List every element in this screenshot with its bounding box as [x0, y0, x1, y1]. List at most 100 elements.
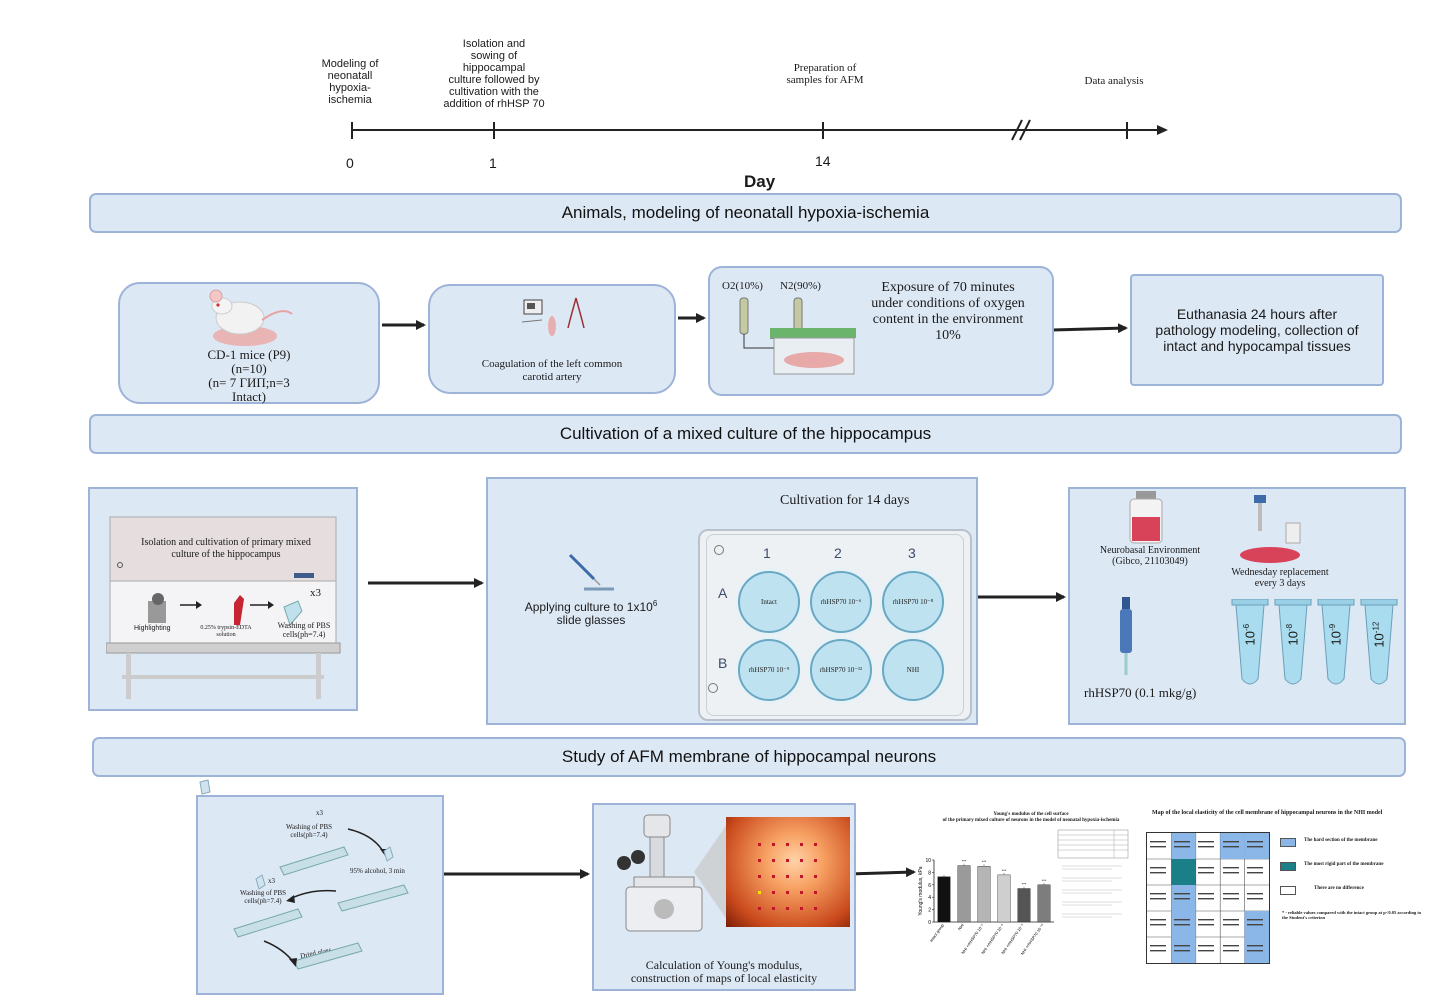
bar	[957, 865, 971, 923]
bar	[1037, 884, 1051, 923]
map-legend-hard-swatch	[1280, 838, 1296, 847]
wash-x3-b: x3	[268, 877, 275, 885]
coagulation-panel: Coagulation of the left common carotid a…	[428, 284, 676, 394]
wednesday-label: Wednesday replacement every 3 days	[1231, 567, 1329, 589]
map-legend-none: There are no difference	[1314, 886, 1364, 891]
wash-bottle-icon	[199, 779, 211, 795]
band-cultivation: Cultivation of a mixed culture of the hi…	[89, 414, 1402, 454]
wash-label-1: Washing of PBS cells(ph=7.4)	[285, 823, 333, 839]
plate-col-3: 3	[908, 545, 916, 561]
bar-annotation: ***	[1002, 868, 1007, 873]
well-a2: rhHSP70 10⁻⁶	[810, 571, 872, 633]
hood-panel: Isolation and cultivation of primary mix…	[88, 487, 358, 711]
map-legend-note: * - reliable values compared with the in…	[1282, 910, 1422, 920]
axis-label-day: Day	[744, 172, 776, 191]
bar	[997, 874, 1011, 923]
euthanasia-panel: Euthanasia 24 hours after pathology mode…	[1130, 274, 1384, 386]
y-tick-label: 0	[928, 920, 931, 926]
tube-4-label: 10-12	[1371, 621, 1387, 649]
elasticity-map-grid	[1146, 832, 1270, 964]
wash-x3-a: x3	[316, 809, 323, 817]
hood-step-arrows	[180, 601, 274, 609]
coagulation-text-2: carotid artery	[522, 371, 582, 383]
bar-annotation: ***	[962, 859, 967, 864]
exposure-panel: O2(10%) N2(90%) Exposure of 70 minutes u…	[708, 266, 1054, 396]
afm-microscope-icon	[617, 814, 703, 932]
mice-n: (n=10)	[231, 361, 267, 376]
highlighting-label: Highlighting	[134, 625, 171, 632]
mice-intact: Intact)	[232, 389, 266, 404]
medium-bottle-icon	[1129, 491, 1163, 544]
hood-title: Isolation and cultivation of primary mix…	[141, 537, 311, 560]
bar-annotation: ***	[1042, 878, 1047, 883]
well-a3: rhHSP70 10⁻⁸	[882, 571, 944, 633]
surgery-icon	[521, 297, 585, 336]
afm-panel: Calculation of Young's modulus, construc…	[592, 803, 856, 991]
mouse-icon	[209, 289, 293, 346]
pipette-icon	[568, 553, 614, 591]
applying-exp: 6	[652, 599, 658, 608]
bar	[937, 876, 951, 923]
well-a1: Intact	[738, 571, 800, 633]
timeline-axis	[351, 119, 1168, 141]
map-legend-none-swatch	[1280, 886, 1296, 895]
map-legend-rigid: The most rigid part of the membrane	[1304, 862, 1384, 867]
plate-notch-top	[714, 545, 724, 555]
plate-col-2: 2	[834, 545, 842, 561]
y-axis-label: Young's modulus, kPa	[918, 866, 924, 915]
y-tick-label: 6	[928, 883, 931, 889]
n2-label: N2(90%)	[780, 280, 821, 292]
exposure-text: Exposure of 70 minutes under conditions …	[871, 280, 1025, 343]
bar	[977, 866, 991, 923]
media-panel: Neurobasal Environment (Gibco, 21103049)…	[1068, 487, 1406, 725]
mice-strain: CD-1 mice (P9)	[207, 347, 291, 362]
euthanasia-text: Euthanasia 24 hours after pathology mode…	[1155, 306, 1359, 354]
slides-illustration	[233, 828, 409, 970]
applying-text-2: slide glasses	[556, 613, 626, 627]
category-label: Intact group	[929, 922, 946, 943]
coagulation-text-1: Coagulation of the left common	[481, 358, 623, 370]
afm-caption: Calculation of Young's modulus, construc…	[630, 958, 818, 985]
bar-annotation: ***	[982, 859, 987, 864]
y-tick-label: 8	[928, 870, 931, 876]
wash-panel: x3 Washing of PBS cells(ph=7.4) 95% alco…	[196, 795, 444, 995]
plate-panel: Cultivation for 14 days Applying culture…	[486, 477, 978, 725]
tick-14: 14	[815, 153, 831, 169]
tube-3-label: 10-9	[1328, 624, 1344, 646]
rhsp-dose-label: rhHSP70 (0.1 mkg/g)	[1084, 685, 1197, 700]
hood-washing-label: Washing of PBS cells(ph=7.4)	[277, 621, 331, 639]
chart-title: Young's modulus of the cell surface of t…	[942, 812, 1120, 823]
chart-legend-table	[1057, 829, 1129, 918]
mice-groups: (n= 7 ГИП;n=3	[208, 375, 290, 390]
band-animals: Animals, modeling of neonatall hypoxia-i…	[89, 193, 1402, 233]
well-b1: rhHSP70 10⁻⁹	[738, 639, 800, 701]
well-b3: NHI	[882, 639, 944, 701]
tube-1-label: 10-6	[1242, 624, 1258, 646]
neurobasal-label: Neurobasal Environment (Gibco, 21103049)	[1099, 545, 1201, 567]
tick-1: 1	[489, 155, 497, 171]
y-tick-label: 10	[925, 858, 931, 864]
plate-col-1: 1	[763, 545, 771, 561]
applying-text: Applying culture to 1x10	[524, 600, 653, 614]
tubes-group: 10-6 10-8 10-9 10-12	[1230, 599, 1400, 689]
dispenser-icon	[1240, 495, 1301, 563]
micropipette-icon	[1120, 597, 1132, 675]
map-title: Map of the local elasticity of the cell …	[1152, 810, 1383, 816]
bar-annotation: ***	[1022, 882, 1027, 887]
band-afm: Study of AFM membrane of hippocampal neu…	[92, 737, 1406, 777]
afm-measurement-grid	[758, 843, 817, 910]
y-tick-label: 2	[928, 908, 931, 914]
map-legend-rigid-swatch	[1280, 862, 1296, 871]
wash-label-2: Washing of PBS cells(ph=7.4)	[239, 889, 287, 905]
laminar-hood-icon	[106, 516, 341, 699]
bar	[1017, 888, 1031, 923]
mice-panel: CD-1 mice (P9) (n=10) (n= 7 ГИП;n=3 Inta…	[118, 282, 380, 404]
plate-row-b: B	[718, 655, 728, 671]
hypoxia-chamber-icon	[739, 297, 856, 375]
o2-label: O2(10%)	[722, 280, 763, 292]
event-isolation: Isolation and sowing of hippocampal cult…	[443, 38, 545, 110]
alcohol-label: 95% alcohol, 3 min	[350, 867, 405, 875]
event-modeling: Modeling of neonatall hypoxia- ischemia	[321, 58, 379, 106]
event-data-analysis: Data analysis	[1084, 75, 1144, 87]
